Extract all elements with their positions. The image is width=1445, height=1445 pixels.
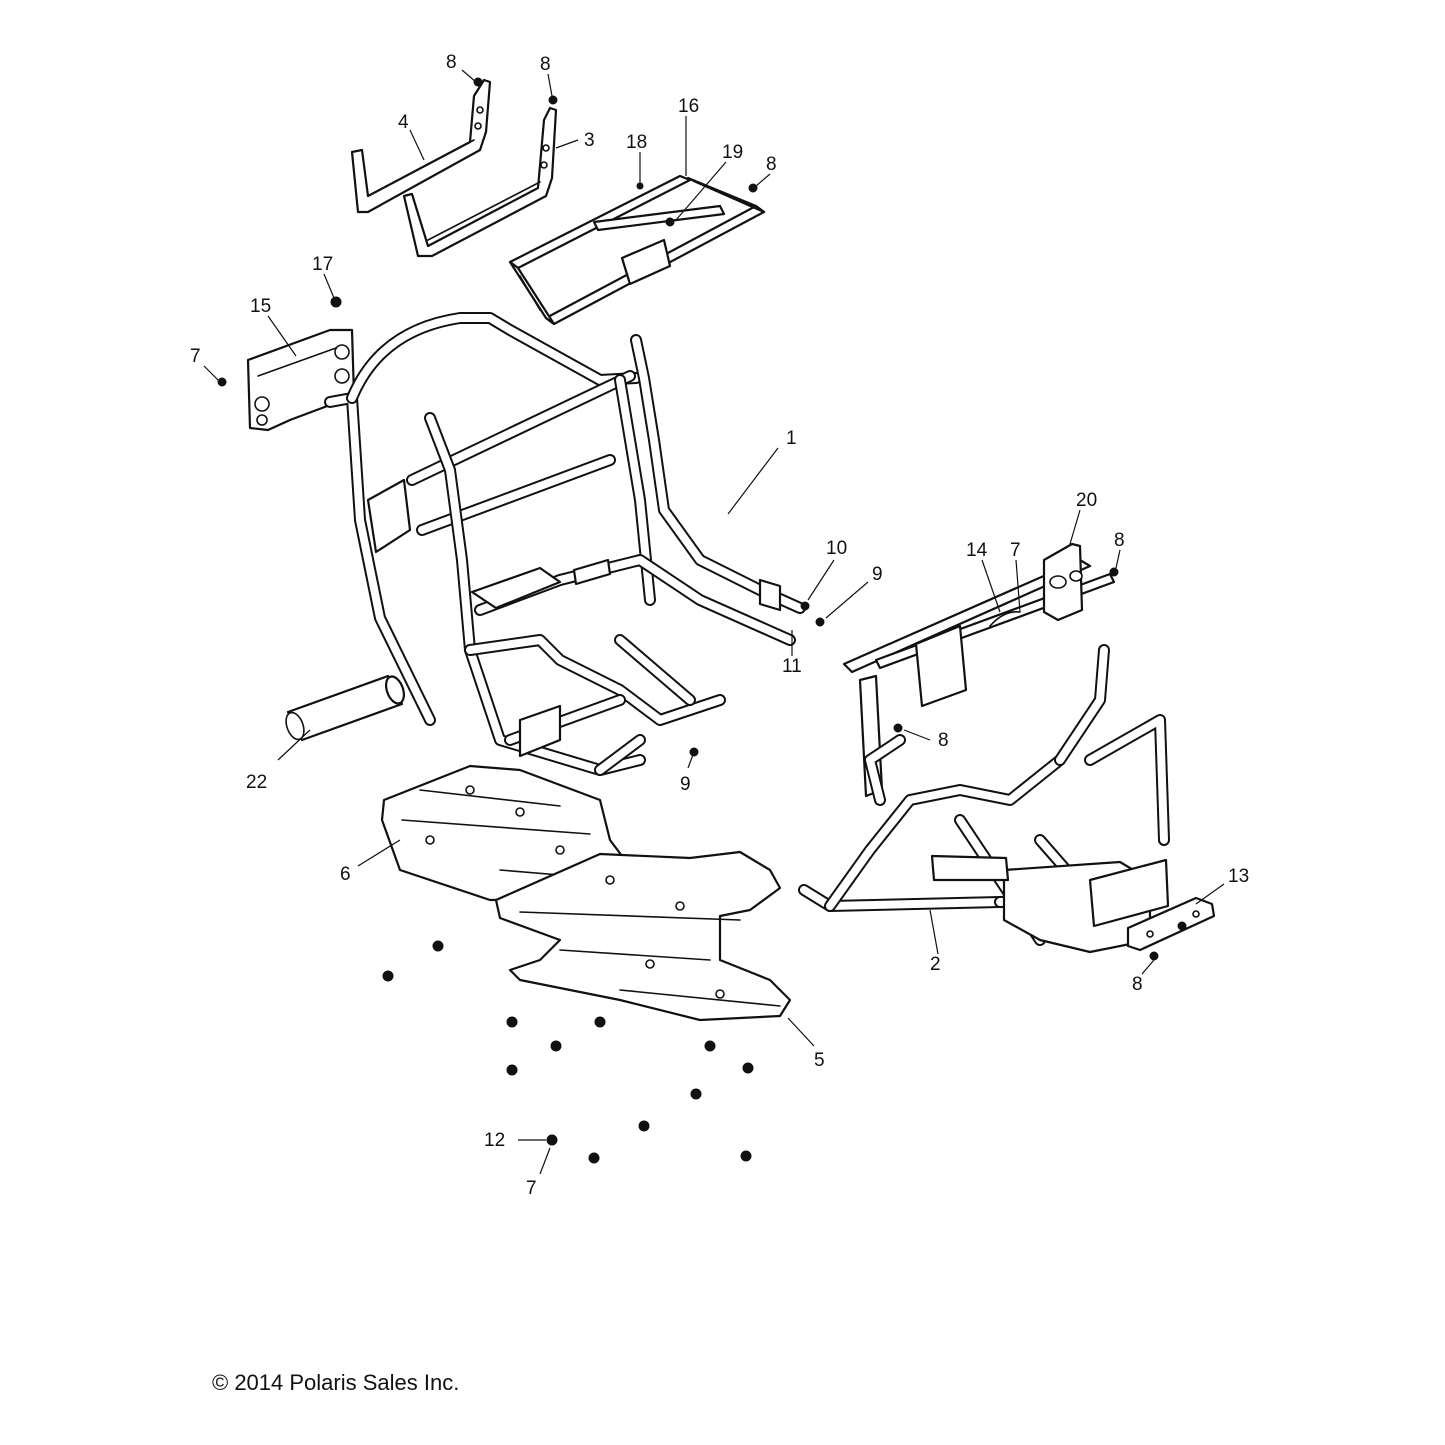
front-bracket-13 [1126,896,1216,952]
bracket-15 [246,328,356,432]
callout-9-lower: 9 [680,774,691,795]
callout-9-upper: 9 [872,564,883,585]
seat-bracket-3 [402,106,558,258]
callout-7-bulkhead: 7 [1010,540,1021,561]
callout-5: 5 [814,1050,825,1071]
seat-bracket-4 [350,78,492,214]
callout-16: 16 [678,96,699,117]
callout-11: 11 [782,656,802,677]
callout-7-skid: 7 [526,1178,537,1199]
callout-14: 14 [966,540,988,561]
leader-lines [203,69,1225,1175]
callout-2: 2 [930,954,941,975]
callout-8-front-bracket: 8 [1132,974,1143,995]
roll-tube-22 [285,674,406,742]
copyright-notice: © 2014 Polaris Sales Inc. [212,1370,460,1395]
callout-3: 3 [584,130,595,151]
callout-15: 15 [250,296,271,317]
main-frame-1 [324,312,806,776]
callout-8-bulkhead-lower: 8 [938,730,949,751]
callout-18: 18 [626,132,647,153]
callout-19: 19 [722,142,743,163]
callout-13: 13 [1228,866,1249,887]
callout-labels: 8 8 4 3 16 18 19 8 17 15 7 1 20 14 7 8 1… [190,52,1249,1199]
callout-7-bracket: 7 [190,346,201,367]
front-frame-2 [798,644,1170,954]
fasteners [217,77,1187,1164]
seat-slider-16 [508,174,766,326]
callout-1: 1 [786,428,797,449]
callout-20: 20 [1076,490,1097,511]
callout-8-slider: 8 [766,154,777,175]
callout-6: 6 [340,864,351,885]
skid-plate-5 [494,850,792,1022]
front-bulkhead-20 [842,542,1116,798]
callout-10: 10 [826,538,847,559]
callout-22: 22 [246,772,267,793]
callout-12: 12 [484,1130,505,1151]
callout-8-seat-right: 8 [540,54,551,75]
callout-8-seat-left: 8 [446,52,457,73]
callout-17: 17 [312,254,333,275]
callout-8-bulkhead: 8 [1114,530,1125,551]
callout-4: 4 [398,112,409,133]
